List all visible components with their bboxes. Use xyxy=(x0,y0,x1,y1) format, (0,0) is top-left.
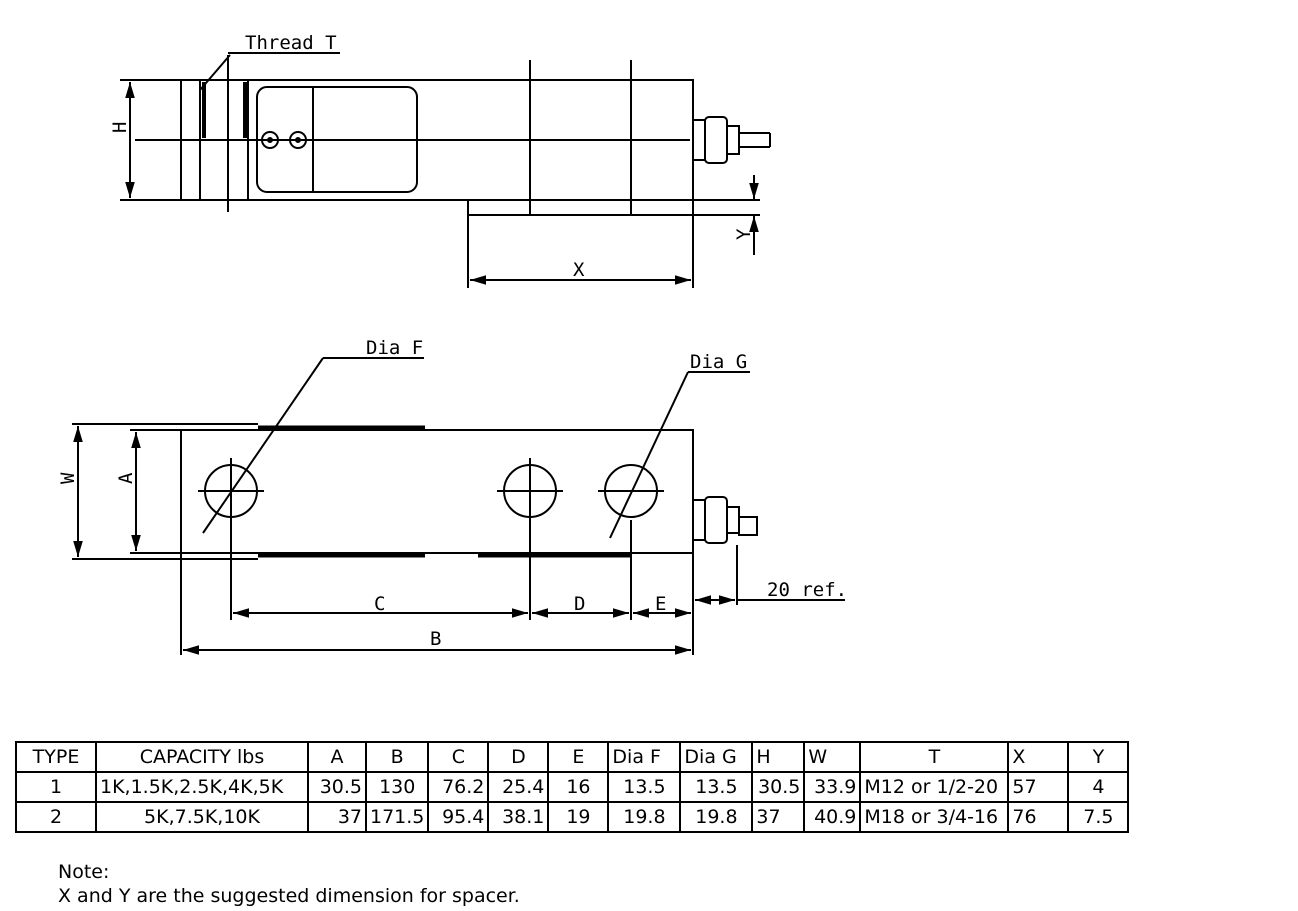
cell-dia-f: 13.5 xyxy=(607,771,682,803)
cell-e: 19 xyxy=(547,801,610,833)
note-text: X and Y are the suggested dimension for … xyxy=(58,885,520,907)
cell-capacity: 5K,7.5K,10K xyxy=(95,801,309,833)
cell-x: 76 xyxy=(1007,801,1070,833)
header-y: Y xyxy=(1067,741,1130,773)
header-capacity: CAPACITY lbs xyxy=(95,741,309,773)
header-w: W xyxy=(803,741,862,773)
header-b: B xyxy=(364,741,430,773)
b-label: B xyxy=(430,628,441,650)
header-type: TYPE xyxy=(15,741,97,773)
header-dia-g: Dia G xyxy=(679,741,754,773)
dia-f-label: Dia F xyxy=(366,337,423,359)
cell-a: 30.5 xyxy=(307,771,367,803)
cell-y: 7.5 xyxy=(1067,801,1130,833)
cell-b: 130 xyxy=(364,771,430,803)
d-label: D xyxy=(574,593,585,615)
header-e: E xyxy=(547,741,610,773)
dia-g-label: Dia G xyxy=(690,351,747,373)
ref-label: 20 ref. xyxy=(767,579,847,601)
h-label: H xyxy=(109,122,131,133)
cell-h: 37 xyxy=(751,801,806,833)
cell-h: 30.5 xyxy=(751,771,806,803)
a-label: A xyxy=(115,472,137,484)
header-t: T xyxy=(859,741,1010,773)
x-label: X xyxy=(573,259,585,281)
e-label: E xyxy=(655,593,666,615)
header-x: X xyxy=(1007,741,1070,773)
cell-x: 57 xyxy=(1007,771,1070,803)
cell-b: 171.5 xyxy=(364,801,430,833)
table-header-row: TYPE CAPACITY lbs A B C D E Dia F Dia G … xyxy=(15,741,1130,773)
cell-t: M18 or 3/4-16 xyxy=(859,801,1010,833)
cell-d: 25.4 xyxy=(487,771,550,803)
note-block: Note: X and Y are the suggested dimensio… xyxy=(58,860,520,908)
note-title: Note: xyxy=(58,861,110,883)
table-row: 1 1K,1.5K,2.5K,4K,5K 30.5 130 76.2 25.4 … xyxy=(15,771,1130,803)
cable-gland xyxy=(692,119,706,161)
cell-t: M12 or 1/2-20 xyxy=(859,771,1010,803)
w-label: W xyxy=(57,472,79,484)
connector-top xyxy=(692,499,706,541)
cell-c: 95.4 xyxy=(427,801,490,833)
header-d: D xyxy=(487,741,550,773)
cell-w: 33.9 xyxy=(803,771,862,803)
header-h: H xyxy=(751,741,806,773)
cell-e: 16 xyxy=(547,771,610,803)
y-label: Y xyxy=(733,228,755,240)
top-view xyxy=(72,357,845,655)
load-cell-drawing: Thread T H X Y xyxy=(57,32,847,655)
header-dia-f: Dia F xyxy=(607,741,682,773)
header-a: A xyxy=(307,741,367,773)
spacer xyxy=(467,199,694,216)
thread-label: Thread T xyxy=(245,32,337,54)
c-label: C xyxy=(374,593,385,615)
header-c: C xyxy=(427,741,490,773)
cell-d: 38.1 xyxy=(487,801,550,833)
cell-dia-g: 19.8 xyxy=(679,801,754,833)
cell-capacity: 1K,1.5K,2.5K,4K,5K xyxy=(95,771,309,803)
cell-type: 1 xyxy=(15,771,97,803)
cell-w: 40.9 xyxy=(803,801,862,833)
table-row: 2 5K,7.5K,10K 37 171.5 95.4 38.1 19 19.8… xyxy=(15,801,1130,833)
spec-table: TYPE CAPACITY lbs A B C D E Dia F Dia G … xyxy=(15,741,1130,833)
cell-dia-g: 13.5 xyxy=(679,771,754,803)
side-view xyxy=(120,52,771,288)
cell-c: 76.2 xyxy=(427,771,490,803)
top-body xyxy=(180,429,694,554)
cell-type: 2 xyxy=(15,801,97,833)
cell-a: 37 xyxy=(307,801,367,833)
cell-dia-f: 19.8 xyxy=(607,801,682,833)
cell-y: 4 xyxy=(1067,771,1130,803)
